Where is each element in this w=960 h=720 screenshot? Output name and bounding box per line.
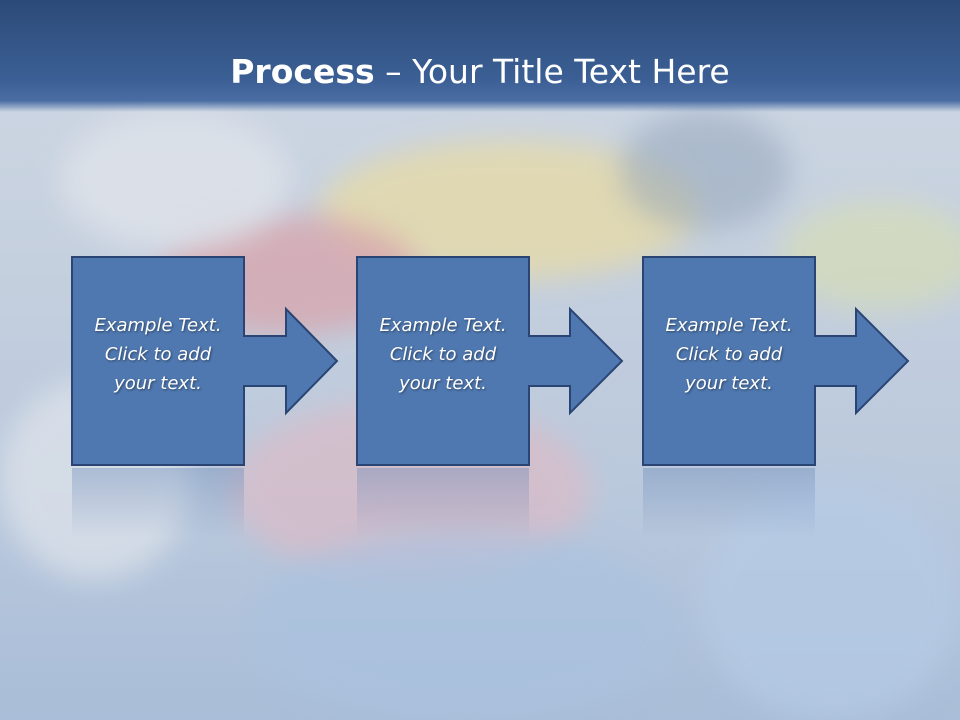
title-bar bbox=[0, 0, 960, 112]
step-line-3: your text. bbox=[685, 373, 773, 394]
step-line-2: Click to add bbox=[675, 344, 783, 365]
step-line-2: Click to add bbox=[104, 344, 212, 365]
step-text[interactable]: Example Text. Click to add your text. bbox=[357, 311, 529, 398]
title-rest: – Your Title Text Here bbox=[374, 52, 730, 91]
step-text[interactable]: Example Text. Click to add your text. bbox=[72, 311, 244, 398]
title-bold: Process bbox=[230, 52, 375, 91]
step-line-1: Example Text. bbox=[665, 315, 793, 336]
step-line-3: your text. bbox=[114, 373, 202, 394]
slide-title[interactable]: Process – Your Title Text Here bbox=[0, 52, 960, 92]
step-line-1: Example Text. bbox=[379, 315, 507, 336]
step-line-3: your text. bbox=[399, 373, 487, 394]
step-line-1: Example Text. bbox=[94, 315, 222, 336]
step-text[interactable]: Example Text. Click to add your text. bbox=[643, 311, 815, 398]
step-line-2: Click to add bbox=[389, 344, 497, 365]
